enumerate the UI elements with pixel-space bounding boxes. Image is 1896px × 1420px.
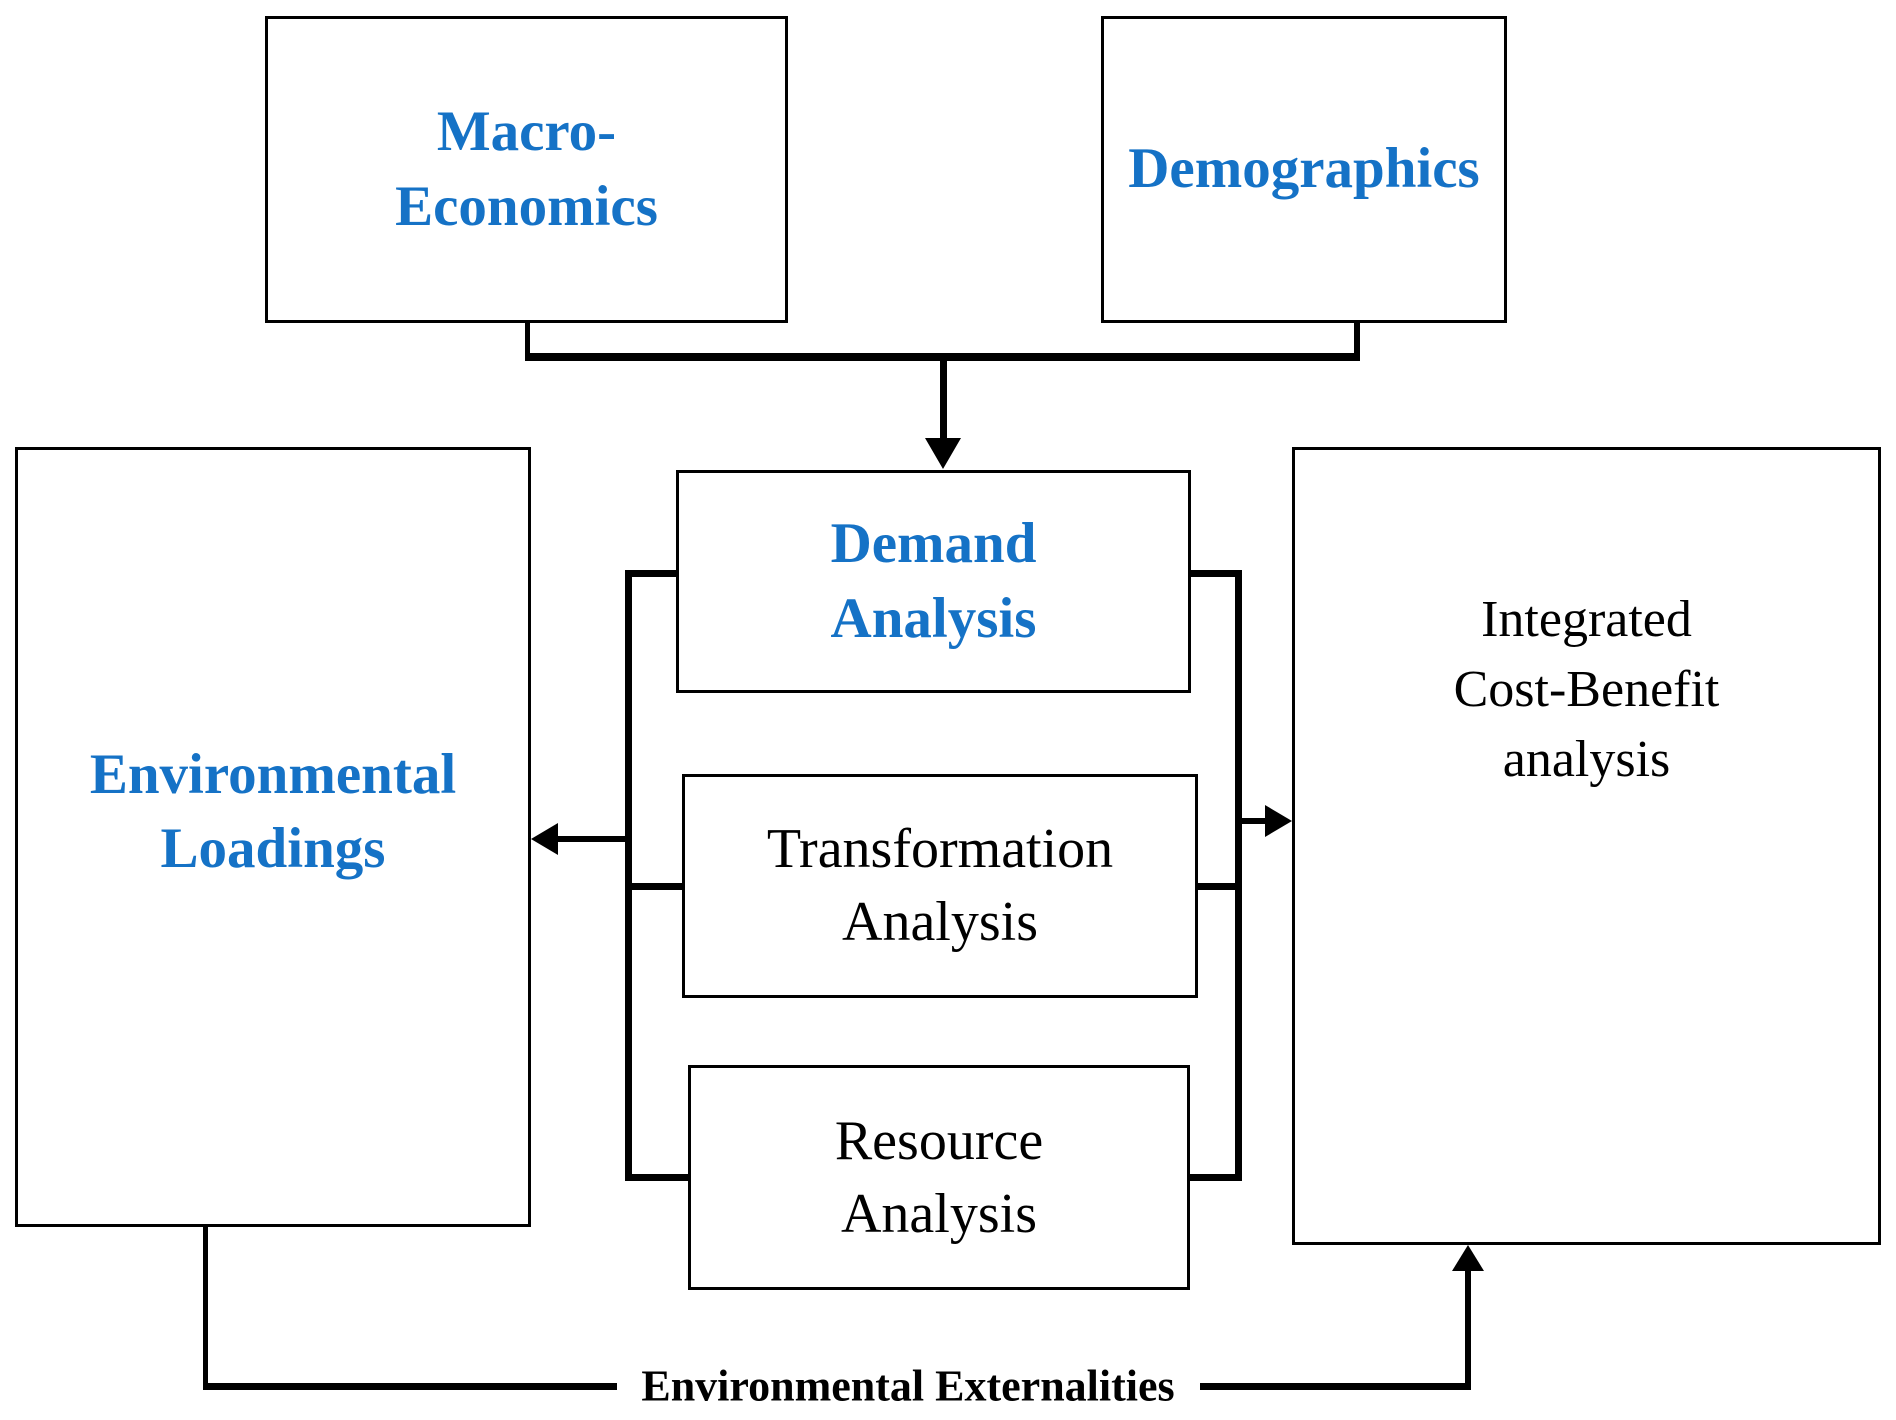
- connector-left-bracket-resource: [625, 1174, 691, 1181]
- node-demographics-label: Demographics: [1128, 137, 1480, 201]
- connector-right-bracket-demand: [1188, 570, 1242, 577]
- node-environmental-loadings-label: Environmental Loadings: [89, 742, 457, 880]
- node-macro-economics: Macro- Economics: [265, 16, 788, 323]
- environmental-externalities-label: Environmental Externalities: [635, 1360, 1181, 1412]
- connector-bottom-left-segment: [203, 1383, 617, 1390]
- node-integrated-cost-benefit: Integrated Cost-Benefit analysis: [1292, 447, 1881, 1245]
- connector-bottom-to-integrated: [1465, 1268, 1471, 1390]
- connector-left-bracket-demand: [625, 570, 679, 577]
- node-macro-economics-label: Macro- Economics: [395, 100, 658, 238]
- connector-bottom-right-segment: [1200, 1383, 1471, 1390]
- node-demand-analysis: Demand Analysis: [676, 470, 1191, 693]
- arrowhead-up-into-integrated: [1452, 1245, 1484, 1271]
- node-environmental-loadings: Environmental Loadings: [15, 447, 531, 1227]
- node-demand-analysis-label: Demand Analysis: [830, 512, 1037, 650]
- connector-demographics-to-bus: [1354, 323, 1360, 357]
- node-transformation-analysis: Transformation Analysis: [682, 774, 1198, 998]
- connector-left-bracket: [625, 570, 632, 1180]
- connector-right-bracket: [1235, 570, 1242, 1180]
- connector-bus-to-demand: [940, 357, 947, 439]
- connector-envload-to-bottom: [203, 1227, 208, 1389]
- connector-macro-to-bus: [525, 323, 530, 357]
- node-demographics: Demographics: [1101, 16, 1507, 323]
- connector-right-bracket-transformation: [1195, 883, 1242, 890]
- arrowhead-into-environmental-loadings: [531, 823, 558, 855]
- connector-to-environmental-loadings: [556, 836, 628, 842]
- connector-to-integrated-cba: [1239, 818, 1267, 824]
- arrowhead-into-demand: [925, 438, 961, 469]
- arrowhead-into-integrated-cba: [1265, 805, 1292, 837]
- connector-right-bracket-resource: [1187, 1174, 1242, 1181]
- node-integrated-cost-benefit-label: Integrated Cost-Benefit analysis: [1453, 590, 1720, 789]
- connector-left-bracket-transformation: [625, 883, 685, 890]
- node-resource-analysis-label: Resource Analysis: [834, 1109, 1044, 1245]
- node-transformation-analysis-label: Transformation Analysis: [766, 818, 1114, 953]
- node-resource-analysis: Resource Analysis: [688, 1065, 1190, 1290]
